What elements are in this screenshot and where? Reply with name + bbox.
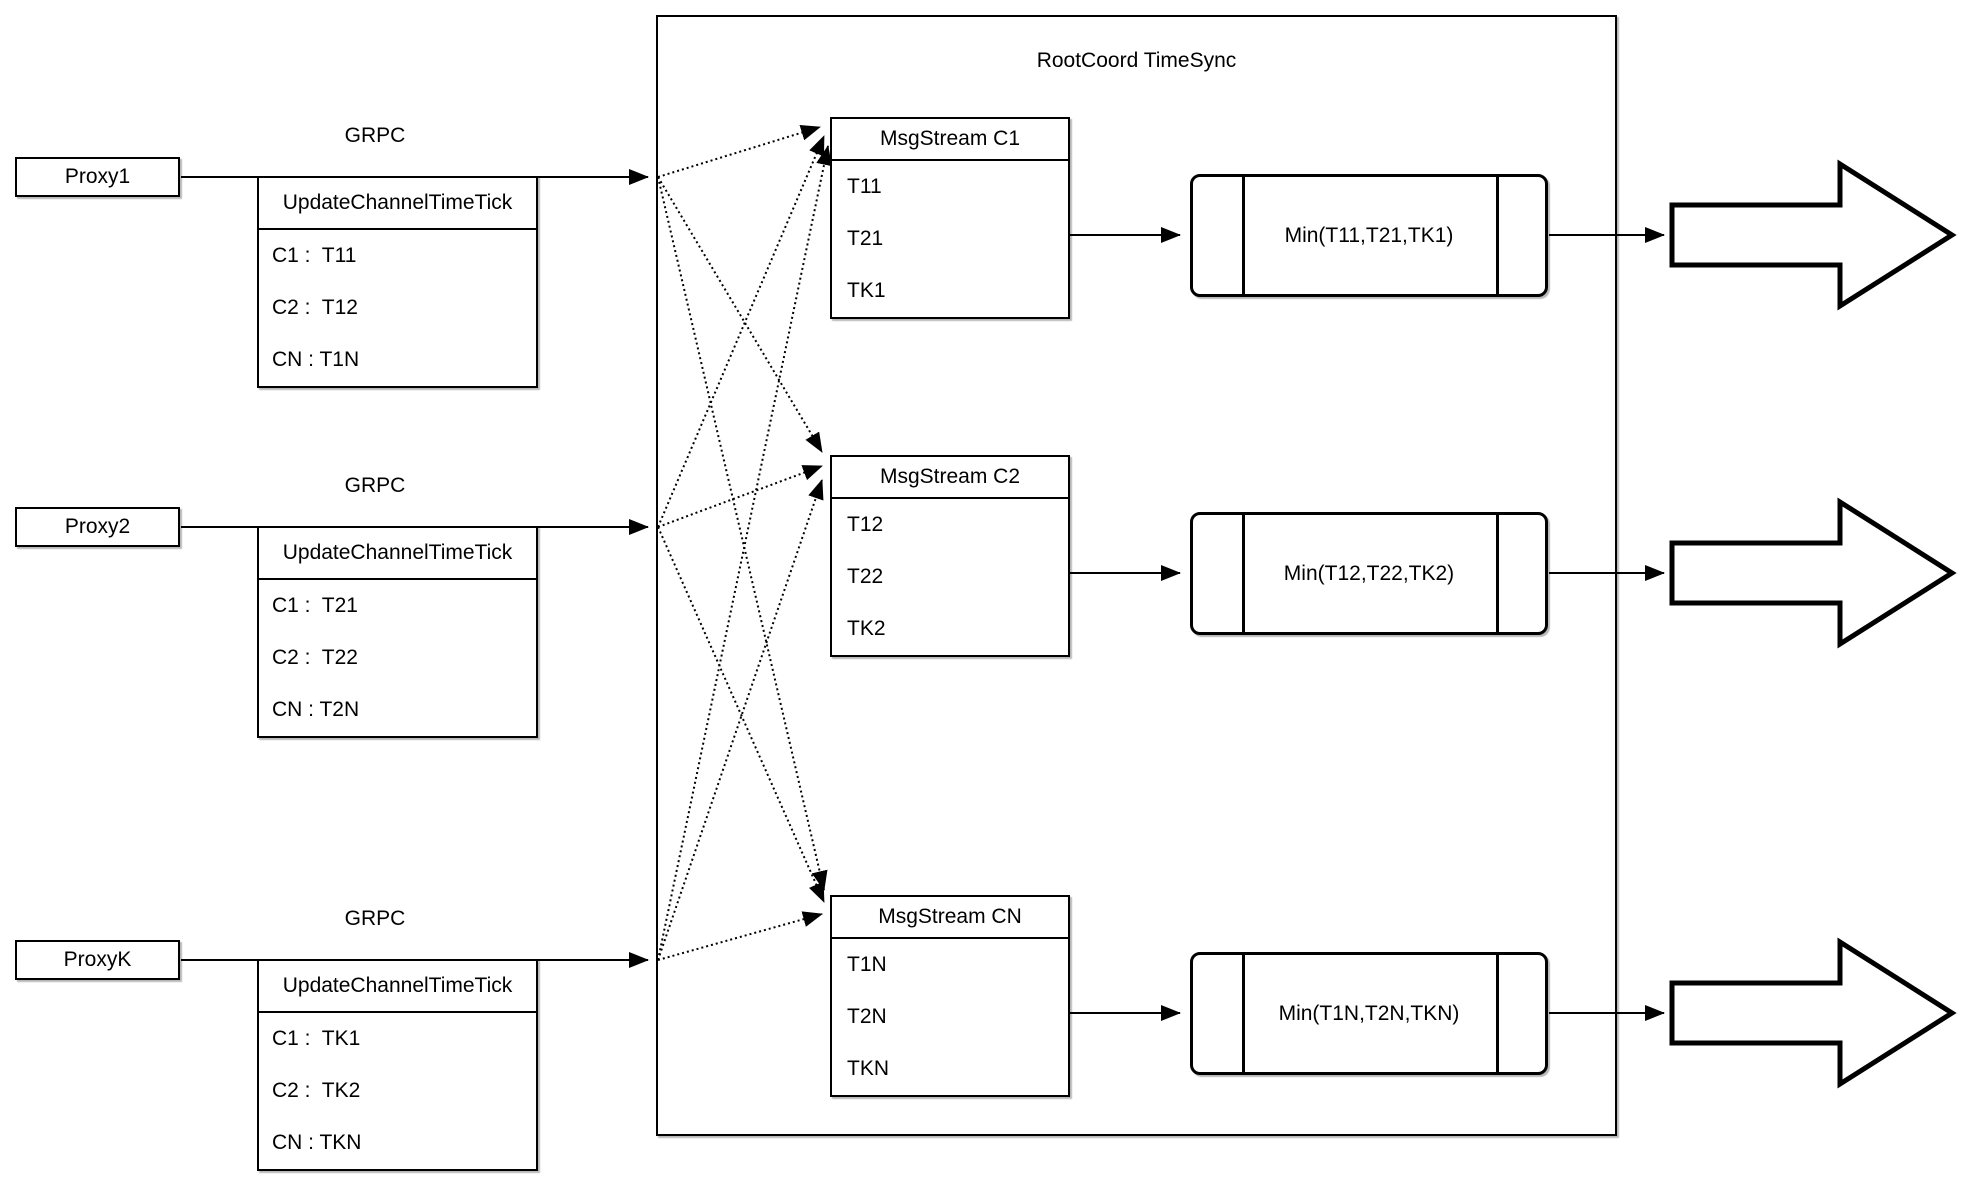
table-row: TKN [847, 1057, 889, 1080]
table-row: CN : T2N [272, 698, 360, 721]
proxy1-box: Proxy1 [15, 157, 180, 197]
msgstream-c1-output-label: MsgStream C1 [1741, 223, 1883, 246]
table-row: T1N [847, 953, 887, 976]
proxyk-label: ProxyK [63, 948, 132, 971]
min-node-c1: Min(T11,T21,TK1) [1190, 174, 1548, 297]
min-node-label: Min(T1N,T2N,TKN) [1278, 1001, 1460, 1025]
table-row: C1 : TK1 [272, 1027, 361, 1050]
table-row: T22 [847, 565, 884, 588]
table-row: T12 [847, 513, 884, 536]
table-row: T11 [847, 175, 882, 198]
table-row: C1 : T11 [272, 244, 357, 267]
min-node-left-bar [1242, 515, 1245, 632]
table-header: MsgStream C1 [832, 119, 1068, 161]
update-channel-timetick-table-1: UpdateChannelTimeTick C1 : T11 C2 : T12 … [257, 176, 538, 388]
msgstream-cn-output-label: MsgStream CN [1740, 1001, 1884, 1024]
min-node-c2: Min(T12,T22,TK2) [1190, 512, 1548, 635]
table-header: MsgStream C2 [832, 457, 1068, 499]
table-row: TK1 [847, 279, 886, 302]
proxy1-label: Proxy1 [64, 165, 131, 188]
update-channel-timetick-table-3: UpdateChannelTimeTick C1 : TK1 C2 : TK2 … [257, 959, 538, 1171]
grpc-label-3: GRPC [344, 907, 406, 930]
table-row: T21 [847, 227, 884, 250]
table-row: C2 : T12 [272, 296, 358, 319]
min-node-label: Min(T11,T21,TK1) [1284, 223, 1454, 247]
table-header: UpdateChannelTimeTick [259, 528, 536, 580]
table-header: MsgStream CN [832, 897, 1068, 939]
proxyk-box: ProxyK [15, 940, 180, 980]
msgstream-c1-table: MsgStream C1 T11 T21 TK1 [830, 117, 1070, 319]
min-node-left-bar [1242, 955, 1245, 1072]
grpc-label-2: GRPC [344, 474, 406, 497]
min-node-left-bar [1242, 177, 1245, 294]
table-row: C2 : T22 [272, 646, 358, 669]
table-row: T2N [847, 1005, 887, 1028]
table-row: C2 : TK2 [272, 1079, 361, 1102]
msgstream-cn-table: MsgStream CN T1N T2N TKN [830, 895, 1070, 1097]
proxy2-label: Proxy2 [64, 515, 131, 538]
table-row: CN : T1N [272, 348, 360, 371]
update-channel-timetick-table-2: UpdateChannelTimeTick C1 : T21 C2 : T22 … [257, 526, 538, 738]
min-node-label: Min(T12,T22,TK2) [1283, 561, 1455, 585]
msgstream-c2-output-label: MsgStream C2 [1741, 561, 1883, 584]
min-node-cn: Min(T1N,T2N,TKN) [1190, 952, 1548, 1075]
grpc-label-1: GRPC [344, 124, 406, 147]
msgstream-c2-table: MsgStream C2 T12 T22 TK2 [830, 455, 1070, 657]
min-node-right-bar [1496, 515, 1499, 632]
table-row: CN : TKN [272, 1131, 362, 1154]
table-row: TK2 [847, 617, 886, 640]
min-node-right-bar [1496, 177, 1499, 294]
proxy2-box: Proxy2 [15, 507, 180, 547]
rootcoord-timesync-title: RootCoord TimeSync [1036, 49, 1237, 72]
table-row: C1 : T21 [272, 594, 358, 617]
table-header: UpdateChannelTimeTick [259, 178, 536, 230]
min-node-right-bar [1496, 955, 1499, 1072]
table-header: UpdateChannelTimeTick [259, 961, 536, 1013]
